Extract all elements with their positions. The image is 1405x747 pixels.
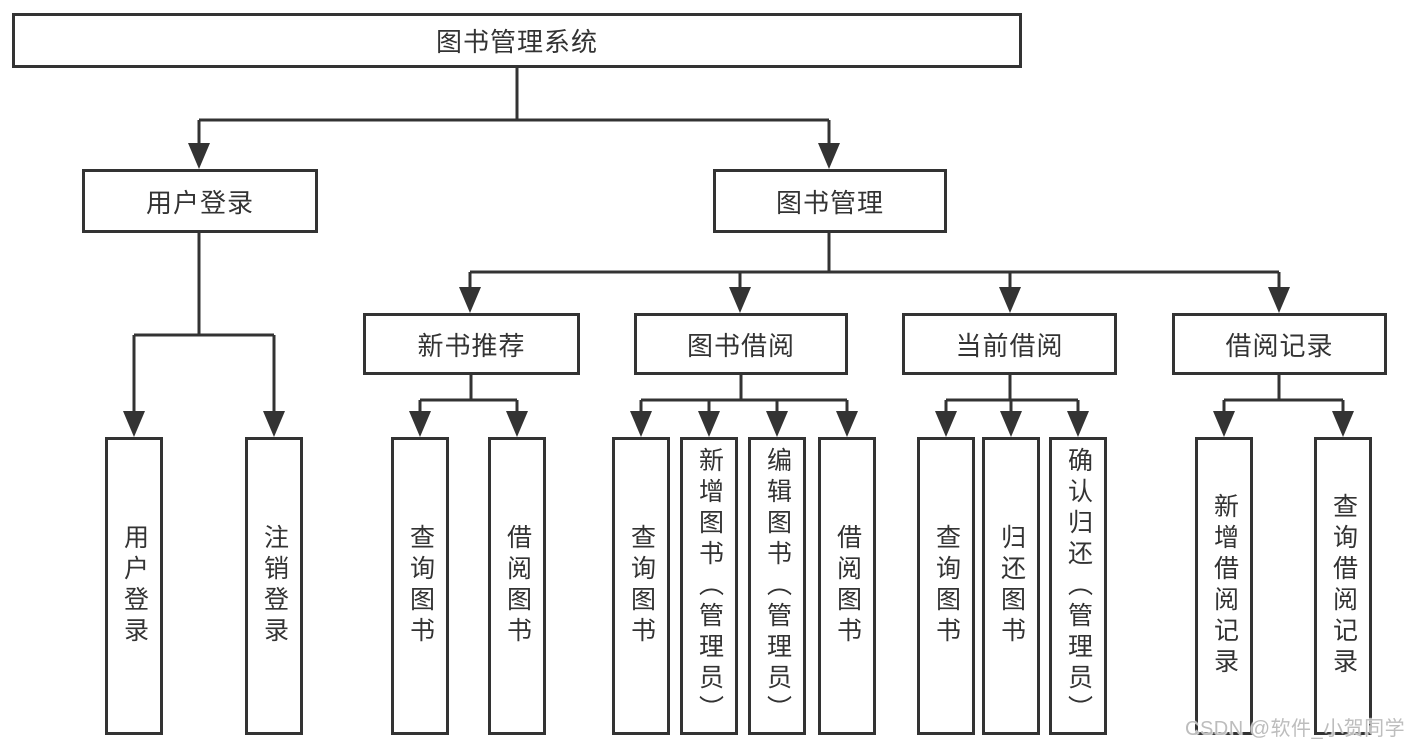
connector-new-book-children — [409, 375, 528, 437]
node-user-login: 用户登录 — [82, 169, 318, 233]
leaf-record-query: 查询借阅记录 — [1314, 437, 1372, 735]
connector-book-borrow-children — [630, 375, 858, 437]
connector-current-borrow-children — [935, 375, 1089, 437]
connector-user-login-children — [123, 233, 285, 437]
leaf-current-confirm-admin: 确认归还（管理员） — [1049, 437, 1107, 735]
leaf-newbook-borrow: 借阅图书 — [488, 437, 546, 735]
leaf-borrow-borrow: 借阅图书 — [818, 437, 876, 735]
leaf-record-add: 新增借阅记录 — [1195, 437, 1253, 735]
leaf-current-query: 查询图书 — [917, 437, 975, 735]
node-new-book-recommend: 新书推荐 — [363, 313, 580, 375]
leaf-newbook-query: 查询图书 — [391, 437, 449, 735]
leaf-borrow-query: 查询图书 — [612, 437, 670, 735]
connector-book-mgmt-to-level3 — [459, 233, 1290, 313]
leaf-logout: 注销登录 — [245, 437, 303, 735]
connector-root-to-level2 — [188, 68, 840, 169]
node-book-management: 图书管理 — [713, 169, 947, 233]
node-current-borrow: 当前借阅 — [902, 313, 1117, 375]
leaf-borrow-add-admin: 新增图书（管理员） — [680, 437, 738, 735]
csdn-watermark: CSDN @软件_小贺同学 — [1185, 718, 1405, 740]
node-root-system: 图书管理系统 — [12, 13, 1022, 68]
leaf-user-login: 用户登录 — [105, 437, 163, 735]
leaf-borrow-edit-admin: 编辑图书（管理员） — [748, 437, 806, 735]
node-book-borrow: 图书借阅 — [634, 313, 848, 375]
connector-borrow-record-children — [1213, 375, 1354, 437]
node-borrow-record: 借阅记录 — [1172, 313, 1387, 375]
leaf-current-return: 归还图书 — [982, 437, 1040, 735]
